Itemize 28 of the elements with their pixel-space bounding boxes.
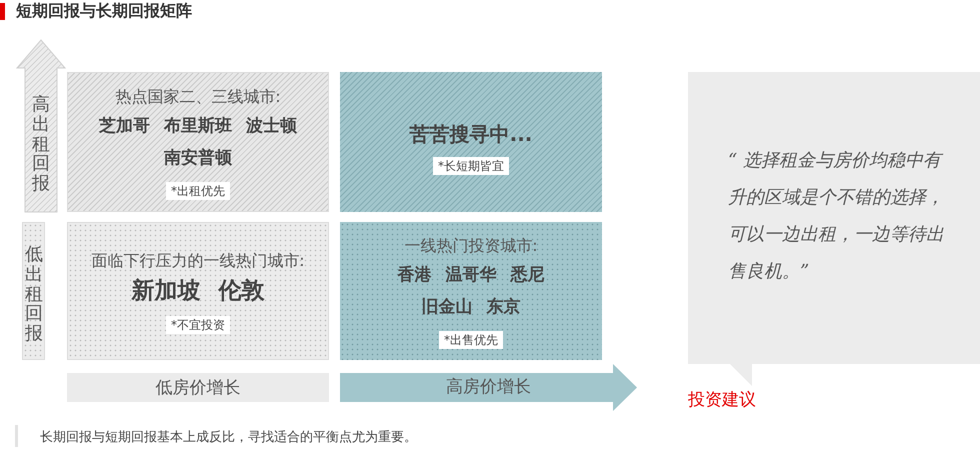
title: 短期回报与长期回报矩阵 xyxy=(16,1,192,22)
note-tag: *不宜投资 xyxy=(166,316,230,334)
note-tag: *出售优先 xyxy=(439,331,503,349)
city-list: 南安普顿 xyxy=(164,142,232,174)
axis-label: 高房价增长 xyxy=(446,376,531,398)
quadrant-heading: 热点国家二、三线城市: xyxy=(115,86,281,108)
source-note: 投资建议 xyxy=(688,389,756,411)
city-list: 芝加哥 布里斯班 波士顿 xyxy=(99,110,297,142)
quadrant-box xyxy=(67,72,329,212)
quote-text: “ 选择租金与房价均稳中有升的区域是个不错的选择，可以一边出租，一边等待出售良机。” xyxy=(728,149,945,284)
city-list: 旧金山 东京 xyxy=(422,291,520,323)
city-list: 新加坡 伦敦 xyxy=(131,274,264,308)
axis-arrow xyxy=(17,40,65,212)
quadrant-box xyxy=(340,72,602,212)
axis-label: 低房价增长 xyxy=(156,377,240,399)
note-tag: *长短期皆宜 xyxy=(433,157,509,175)
quadrant-box xyxy=(67,222,329,360)
quadrant-box xyxy=(340,222,602,360)
caption: 长期回报与短期回报基本上成反比，寻找适合的平衡点尤为重要。 xyxy=(40,429,417,446)
axis-band xyxy=(22,222,45,360)
axis-label: 低出租回报 xyxy=(25,245,43,344)
axis-arrow xyxy=(340,364,637,411)
quadrant-heading: 一线热门投资城市: xyxy=(404,235,538,257)
note-tag: *出租优先 xyxy=(166,182,230,200)
quadrant-heading: 苦苦搜寻中... xyxy=(410,121,532,148)
quadrant-heading: 面临下行压力的一线热门城市: xyxy=(91,250,305,272)
city-list: 香港 温哥华 悉尼 xyxy=(398,259,544,291)
axis-label: 高出租回报 xyxy=(32,95,50,194)
